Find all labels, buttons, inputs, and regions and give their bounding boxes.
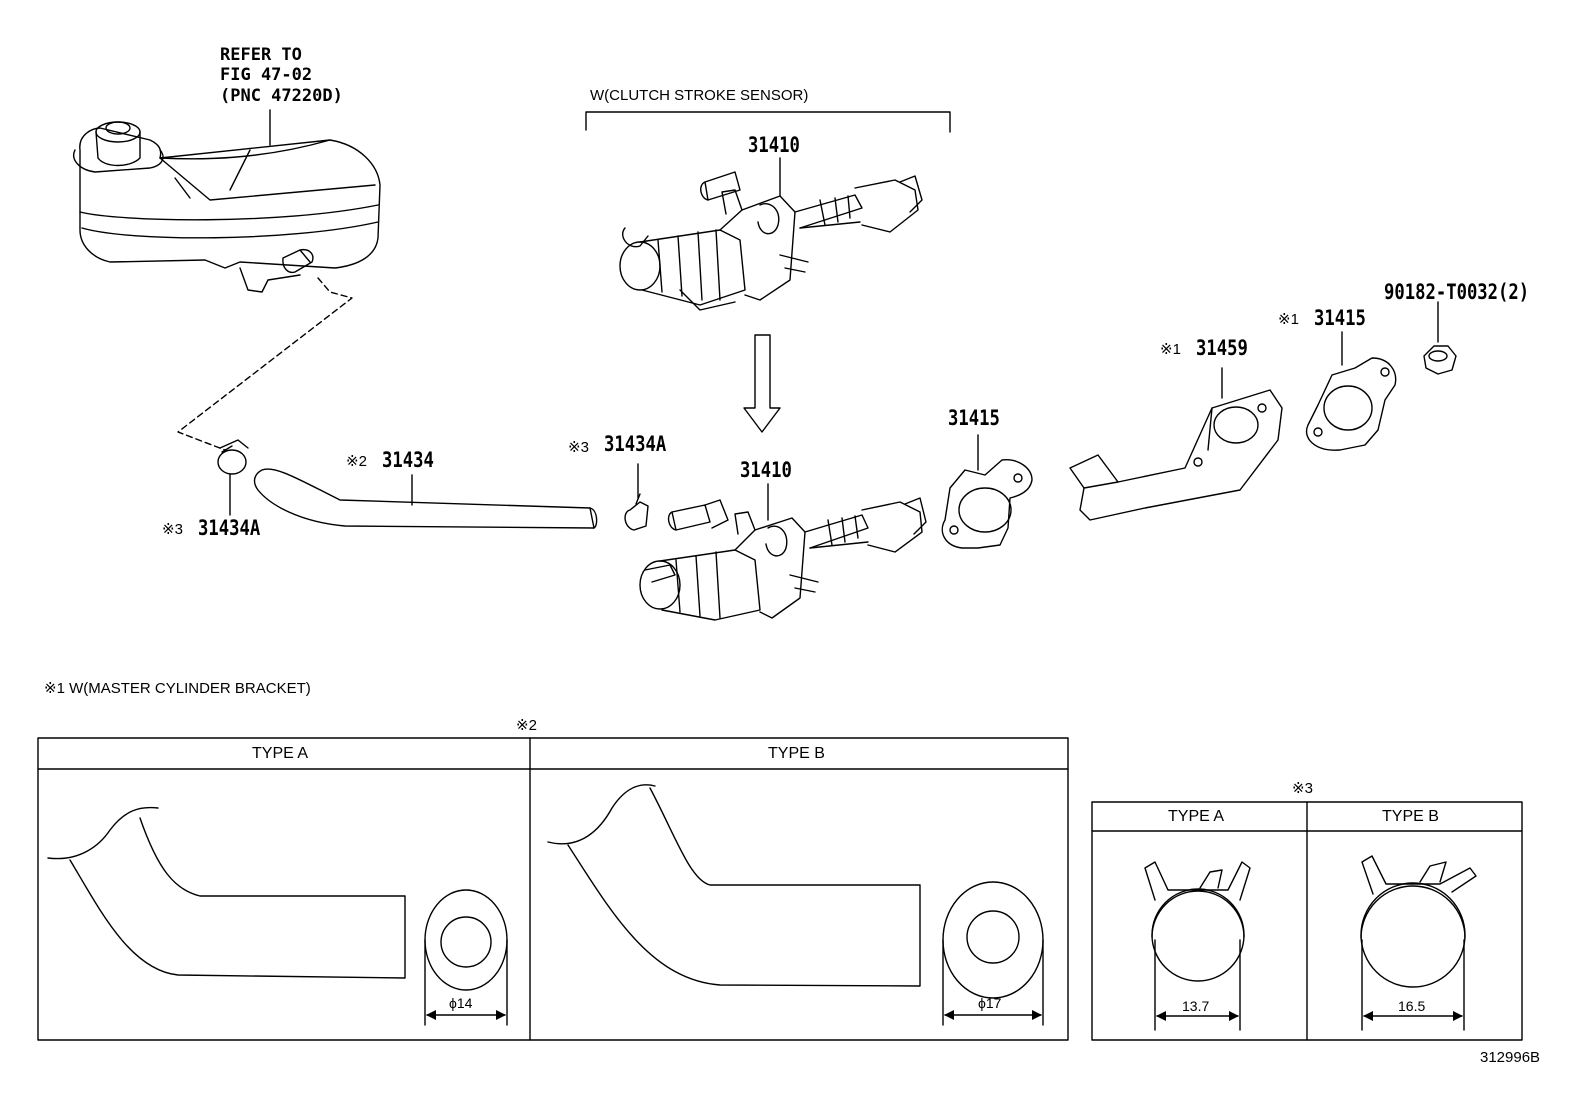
clip-type-a-title: TYPE A <box>1168 808 1225 825</box>
clip-type-b-title: TYPE B <box>1382 808 1439 825</box>
diameter-value: 14 <box>456 995 473 1011</box>
hose-type-b-diameter: ϕ17 <box>978 996 1001 1010</box>
hose-type-b-section <box>943 882 1043 1025</box>
part-number-31434a-left[interactable]: 31434A <box>198 516 261 540</box>
mark-gasket-right: ※1 <box>1278 311 1299 328</box>
hose-type-a-profile <box>48 808 405 978</box>
reference-line-1: REFER TO <box>220 45 302 65</box>
down-arrow <box>744 335 780 432</box>
sensor-note: W(CLUTCH STROKE SENSOR) <box>590 87 809 104</box>
part-number-90182-t0032[interactable]: 90182-T0032(2) <box>1384 280 1530 304</box>
clip-table-mark: ※3 <box>1292 780 1313 797</box>
clip-type-b-dimension: 16.5 <box>1398 998 1426 1014</box>
mark-hose: ※2 <box>346 453 367 470</box>
part-number-31415-right[interactable]: 31415 <box>1314 306 1366 330</box>
sensor-bracket-line <box>586 112 950 132</box>
part-number-31459[interactable]: 31459 <box>1196 336 1248 360</box>
clip-type-b-drawing <box>1361 856 1476 1030</box>
clip-type-a-drawing <box>1145 862 1250 1030</box>
right-clip-illustration <box>625 494 648 530</box>
hose-illustration <box>255 469 597 528</box>
master-cylinder-sensor-illustration <box>620 172 922 310</box>
hose-type-a-section <box>425 890 507 1025</box>
hose-type-b-profile <box>548 785 920 986</box>
drawing-number: 312996B <box>1480 1049 1541 1066</box>
part-number-31434[interactable]: 31434 <box>382 448 434 472</box>
master-cylinder-illustration <box>640 498 926 620</box>
mark-clip-left: ※3 <box>162 521 183 538</box>
bracket-illustration <box>1070 390 1282 520</box>
diameter-symbol: ϕ <box>449 995 457 1011</box>
hose-routing-dashed-line <box>178 278 352 450</box>
part-number-31434a-right[interactable]: 31434A <box>604 432 667 456</box>
nut-illustration <box>1424 346 1456 374</box>
part-number-31410[interactable]: 31410 <box>740 458 792 482</box>
part-number-31415-center[interactable]: 31415 <box>948 406 1000 430</box>
gasket-center-illustration <box>942 460 1032 548</box>
left-clip-illustration <box>218 440 248 474</box>
reference-line-2: FIG 47-02 <box>220 65 313 85</box>
clip-type-a-dimension: 13.7 <box>1182 998 1210 1014</box>
hose-table-mark: ※2 <box>516 717 537 734</box>
bracket-note: ※1 W(MASTER CYLINDER BRACKET) <box>44 680 311 697</box>
gasket-right-illustration <box>1307 358 1396 450</box>
hose-table-frame <box>38 738 1068 1040</box>
hose-type-b-title: TYPE B <box>768 745 825 762</box>
part-number-31410-sensor[interactable]: 31410 <box>748 133 800 157</box>
diameter-value: 17 <box>985 995 1002 1011</box>
hose-type-a-title: TYPE A <box>252 745 309 762</box>
mark-bracket: ※1 <box>1160 341 1181 358</box>
hose-type-a-diameter: ϕ14 <box>449 996 472 1010</box>
reference-line-3: (PNC 47220D) <box>220 86 343 106</box>
mark-clip-right: ※3 <box>568 439 589 456</box>
diameter-symbol: ϕ <box>978 995 986 1011</box>
reservoir-tank-illustration <box>74 122 380 292</box>
